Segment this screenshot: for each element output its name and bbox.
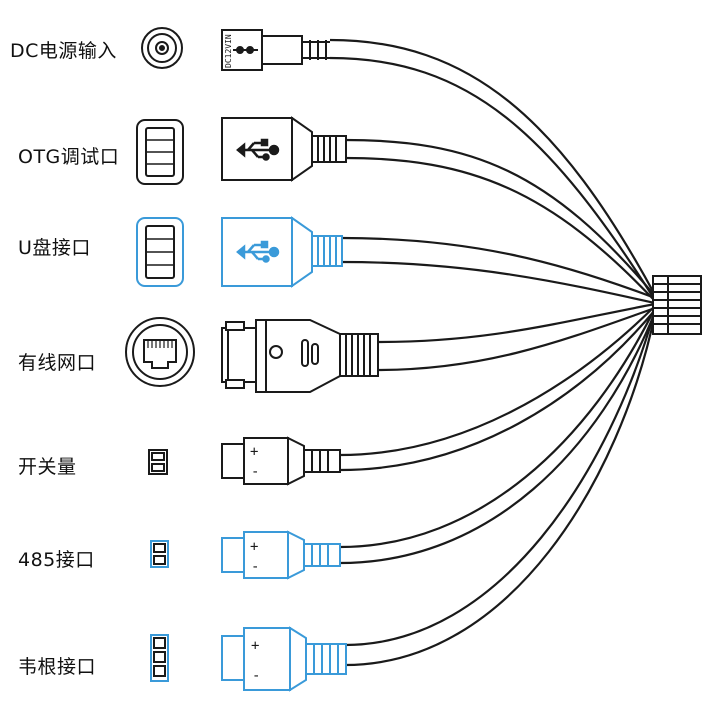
- usb-drive-plug: [221, 216, 343, 288]
- plus-sign: +: [250, 444, 258, 460]
- switch-plug: [221, 436, 341, 486]
- rs485-plug: [221, 530, 341, 580]
- cable-ethernet: [377, 302, 656, 344]
- terminal-block-icon: [148, 449, 168, 475]
- main-connector-head: [652, 275, 702, 335]
- terminal-block-inner: [153, 637, 166, 677]
- usb-port-inner: [145, 225, 175, 279]
- cable-otg: [344, 138, 656, 297]
- cable-usb: [341, 236, 656, 300]
- usb-port-icon: [136, 119, 184, 185]
- label-usb-drive: U盘接口: [18, 237, 91, 259]
- plus-sign: +: [250, 539, 258, 555]
- dc-jack-icon: [141, 27, 183, 69]
- usb-trident-icon: [236, 240, 280, 263]
- label-dc-power: DC电源输入: [10, 40, 117, 62]
- minus-sign: -: [251, 559, 259, 575]
- dc-plug: [221, 29, 330, 71]
- cable-dc: [329, 38, 656, 296]
- plus-sign: +: [251, 638, 259, 654]
- minus-sign: -: [251, 464, 259, 480]
- otg-usb-plug: [221, 116, 347, 182]
- ethernet-plug: [221, 319, 379, 393]
- usb-trident-icon: [236, 138, 280, 161]
- minus-sign: -: [252, 668, 260, 684]
- label-rs485: 485接口: [18, 549, 95, 571]
- cable-switch: [339, 305, 656, 457]
- rj45-port-icon: [125, 317, 195, 387]
- label-otg-debug: OTG调试口: [18, 146, 120, 168]
- wiegand-plug: [221, 626, 347, 692]
- cable-bundle: [329, 38, 657, 667]
- label-switch: 开关量: [18, 456, 77, 478]
- terminal-block-inner: [153, 543, 166, 565]
- dc-plug-marking: DC12VIN: [224, 34, 233, 68]
- label-ethernet: 有线网口: [18, 352, 97, 374]
- cable-485: [339, 307, 656, 549]
- label-wiegand: 韦根接口: [18, 656, 97, 678]
- cable-wiegand: [344, 309, 657, 647]
